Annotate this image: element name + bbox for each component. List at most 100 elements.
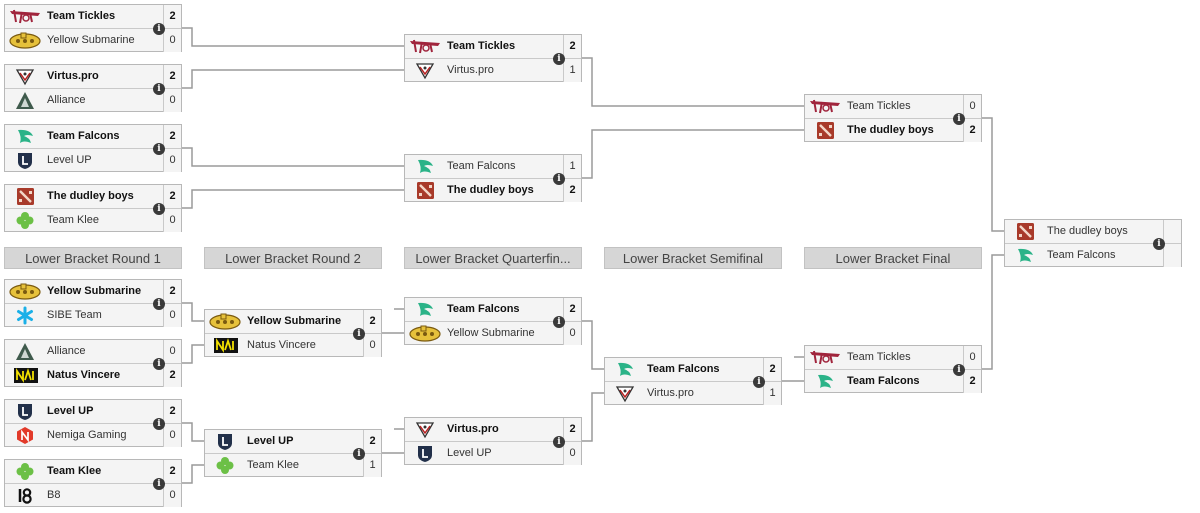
team-name[interactable]: Team Falcons — [847, 375, 920, 387]
match-info-icon[interactable]: i — [153, 418, 165, 430]
team-name[interactable]: Team Falcons — [647, 363, 720, 375]
match-info-icon[interactable]: i — [1153, 238, 1165, 250]
match-info-icon[interactable]: i — [153, 23, 165, 35]
team-name[interactable]: The dudley boys — [47, 190, 134, 202]
team-name[interactable]: Team Tickles — [47, 10, 116, 22]
match-info-icon[interactable]: i — [153, 203, 165, 215]
team-name[interactable]: The dudley boys — [1047, 225, 1128, 237]
team-name[interactable]: Team Klee — [47, 214, 99, 226]
team-name[interactable]: The dudley boys — [847, 124, 934, 136]
team-name[interactable]: B8 — [47, 489, 61, 501]
team-name[interactable]: Level UP — [447, 447, 492, 459]
team-name[interactable]: Team Tickles — [847, 100, 911, 112]
team-name[interactable]: Virtus.pro — [47, 70, 99, 82]
team-name[interactable]: Virtus.pro — [647, 387, 694, 399]
team-name[interactable]: Virtus.pro — [447, 423, 499, 435]
match-info-icon[interactable]: i — [353, 448, 365, 460]
team-name[interactable]: Team Tickles — [447, 40, 516, 52]
team-name[interactable]: Nemiga Gaming — [47, 429, 127, 441]
match-info-icon[interactable]: i — [353, 328, 365, 340]
match-info-icon[interactable]: i — [153, 83, 165, 95]
team-name[interactable]: Level UP — [47, 154, 92, 166]
team-name[interactable]: Team Falcons — [447, 303, 520, 315]
match-info-icon[interactable]: i — [553, 173, 565, 185]
team-name[interactable]: Yellow Submarine — [47, 34, 135, 46]
team-row[interactable]: Team Falcons — [1005, 244, 1181, 267]
team-name[interactable]: Team Klee — [47, 465, 102, 477]
team-name[interactable]: Alliance — [47, 94, 86, 106]
team-name[interactable]: Team Klee — [247, 459, 299, 471]
match-info-icon[interactable]: i — [153, 143, 165, 155]
match-info-icon[interactable]: i — [953, 364, 965, 376]
match-info-icon[interactable]: i — [153, 478, 165, 490]
team-name[interactable]: Yellow Submarine — [47, 285, 142, 297]
team-row[interactable]: The dudley boys — [1005, 220, 1181, 244]
team-name[interactable]: The dudley boys — [447, 184, 534, 196]
team-name[interactable]: Virtus.pro — [447, 64, 494, 76]
team-name[interactable]: SIBE Team — [47, 309, 102, 321]
team-name[interactable]: Team Falcons — [47, 130, 120, 142]
match-info-icon[interactable]: i — [553, 53, 565, 65]
team-name[interactable]: Team Falcons — [1047, 249, 1116, 261]
team-name[interactable]: Level UP — [47, 405, 94, 417]
match-info-icon[interactable]: i — [553, 316, 565, 328]
team-name[interactable]: Level UP — [247, 435, 294, 447]
team-name[interactable]: Team Tickles — [847, 351, 911, 363]
team-name[interactable]: Yellow Submarine — [247, 315, 342, 327]
match-info-icon[interactable]: i — [953, 113, 965, 125]
team-name[interactable]: Alliance — [47, 345, 86, 357]
match-info-icon[interactable]: i — [153, 358, 165, 370]
match-info-icon[interactable]: i — [753, 376, 765, 388]
match-info-icon[interactable]: i — [153, 298, 165, 310]
match-info-icon[interactable]: i — [553, 436, 565, 448]
team-name[interactable]: Natus Vincere — [47, 369, 121, 381]
